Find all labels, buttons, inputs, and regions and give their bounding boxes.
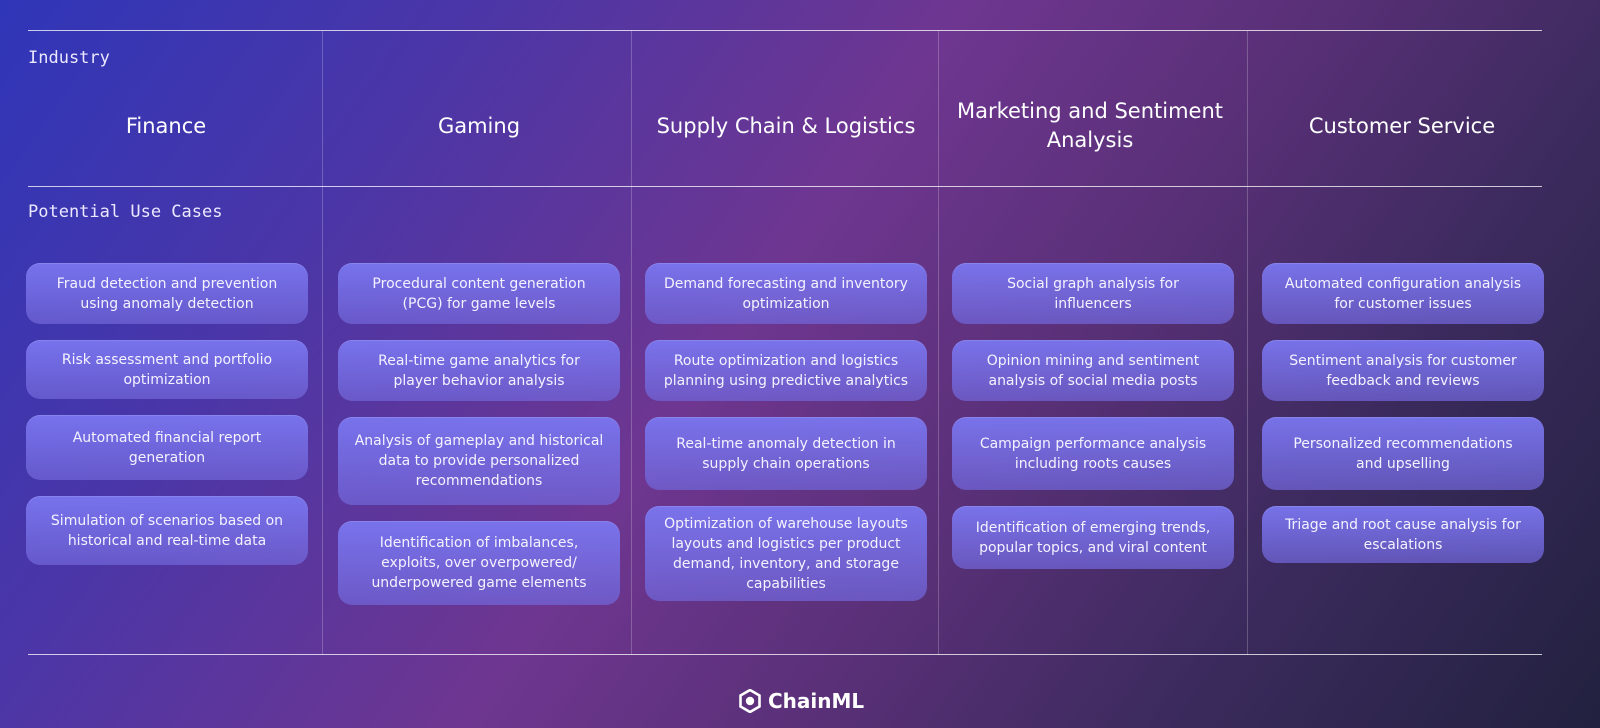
use-case-card: Demand forecasting and inventory optimiz…	[645, 263, 927, 324]
column-divider	[938, 31, 939, 655]
use-case-card: Real-time game analytics for player beha…	[338, 340, 620, 401]
logo-text: ChainML	[768, 689, 865, 713]
column-divider	[322, 31, 323, 655]
use-case-column-finance: Fraud detection and prevention using ano…	[26, 263, 308, 581]
use-case-column-gaming: Procedural content generation (PCG) for …	[338, 263, 620, 621]
use-case-column-marketing: Social graph analysis for influencers Op…	[952, 263, 1234, 585]
industry-heading-gaming: Gaming	[437, 113, 521, 138]
use-case-card: Sentiment analysis for customer feedback…	[1262, 340, 1544, 401]
use-case-card: Triage and root cause analysis for escal…	[1262, 506, 1544, 563]
industry-label: Industry	[28, 48, 110, 68]
use-case-card: Analysis of gameplay and historical data…	[338, 417, 620, 505]
use-case-card: Opinion mining and sentiment analysis of…	[952, 340, 1234, 401]
use-case-card: Real-time anomaly detection in supply ch…	[645, 417, 927, 490]
use-cases-label: Potential Use Cases	[28, 202, 223, 222]
use-case-card: Route optimization and logistics plannin…	[645, 340, 927, 401]
column-divider	[1247, 31, 1248, 655]
use-case-card: Automated financial report generation	[26, 415, 308, 480]
column-divider	[631, 31, 632, 655]
industry-heading-finance: Finance	[125, 113, 207, 138]
top-divider	[28, 30, 1542, 31]
use-case-card: Procedural content generation (PCG) for …	[338, 263, 620, 324]
industry-heading-supply-chain: Supply Chain & Logistics	[656, 113, 916, 138]
use-case-card: Fraud detection and prevention using ano…	[26, 263, 308, 324]
use-case-card: Campaign performance analysis including …	[952, 417, 1234, 490]
use-case-column-customer-service: Automated configuration analysis for cus…	[1262, 263, 1544, 579]
industry-heading-marketing: Marketing and Sentiment Analysis	[956, 99, 1224, 152]
use-case-card: Personalized recommendations and upselli…	[1262, 417, 1544, 490]
use-case-card: Simulation of scenarios based on histori…	[26, 496, 308, 565]
chainml-logo: ChainML	[738, 689, 864, 713]
use-case-card: Identification of imbalances, exploits, …	[338, 521, 620, 605]
use-case-card: Social graph analysis for influencers	[952, 263, 1234, 324]
use-case-column-supply-chain: Demand forecasting and inventory optimiz…	[645, 263, 927, 617]
use-case-card: Automated configuration analysis for cus…	[1262, 263, 1544, 324]
industry-heading-customer-service: Customer Service	[1308, 113, 1496, 138]
use-case-card: Optimization of warehouse layouts layout…	[645, 506, 927, 601]
bottom-divider	[28, 654, 1542, 655]
chainml-hexagon-icon	[739, 689, 761, 713]
use-case-card: Identification of emerging trends, popul…	[952, 506, 1234, 569]
use-case-card: Risk assessment and portfolio optimizati…	[26, 340, 308, 399]
header-divider	[28, 186, 1542, 187]
